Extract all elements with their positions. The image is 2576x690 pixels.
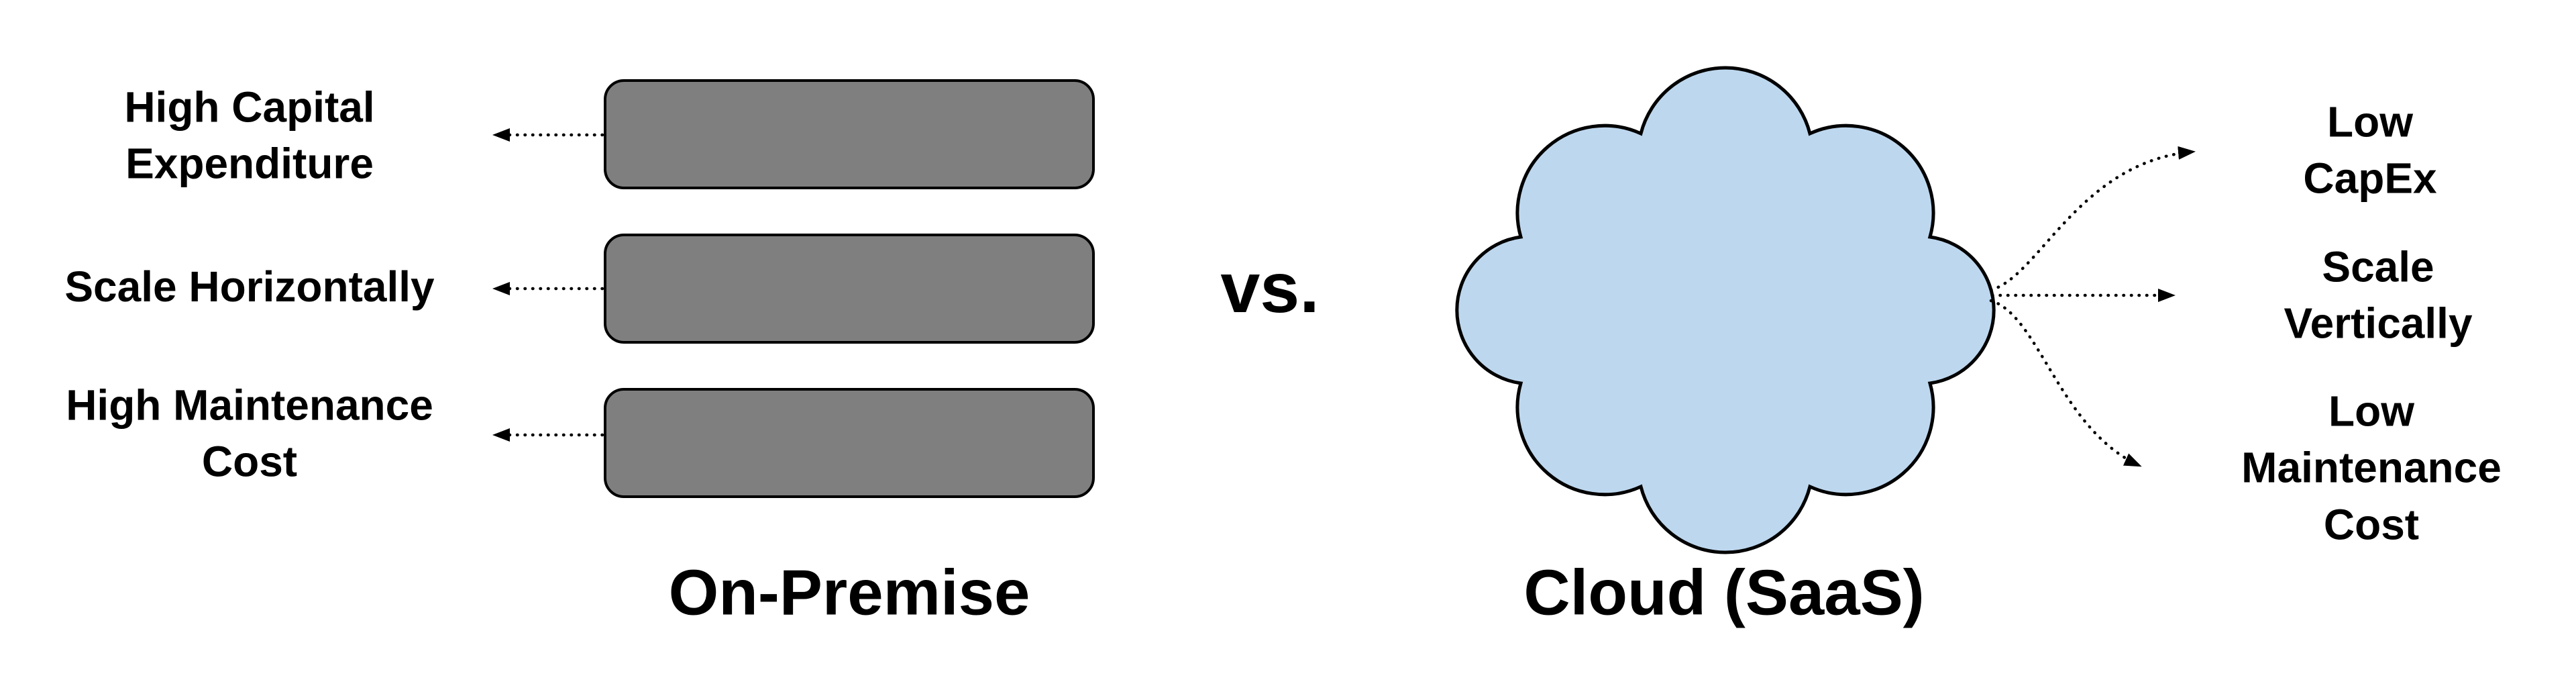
label-high-maintenance-cost: High Maintenance Cost — [66, 381, 433, 486]
label-low-capex: Low CapEx — [2303, 97, 2437, 203]
server-box-top — [604, 79, 1095, 189]
title-cloud-saas: Cloud (SaaS) — [1523, 556, 1925, 629]
server-box-middle — [604, 234, 1095, 344]
title-on-premise: On-Premise — [668, 556, 1030, 629]
server-box-bottom — [604, 388, 1095, 498]
vs-label: vs. — [1220, 248, 1320, 328]
label-scale-horizontally: Scale Horizontally — [64, 262, 435, 311]
arrow-low-capex — [1989, 146, 2196, 292]
cloud-shape — [1455, 66, 1996, 554]
arrow-low-maintenance-cost — [1989, 299, 2142, 468]
label-scale-vertically: Scale Vertically — [2284, 242, 2473, 348]
label-low-maintenance-cost: Low Maintenance Cost — [2241, 387, 2502, 549]
label-high-capital-expenditure: High Capital Expenditure — [124, 83, 375, 188]
